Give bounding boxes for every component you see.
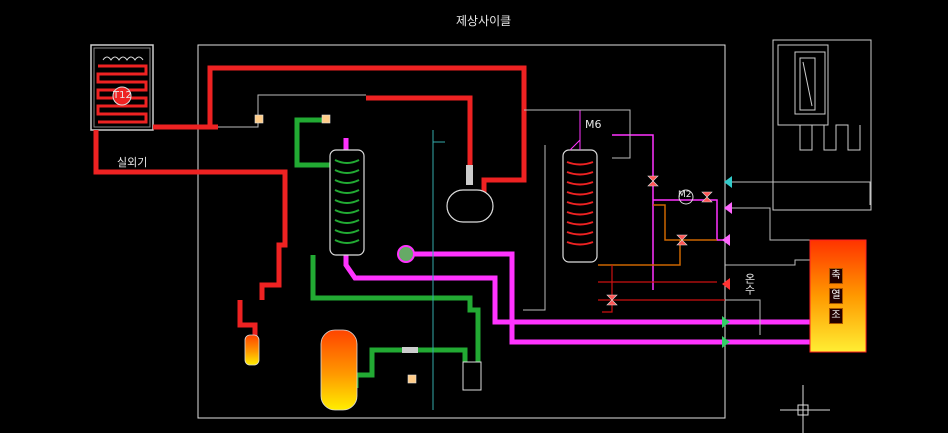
hot-gas-lines (93, 65, 527, 342)
storage-label-1: 축 (829, 268, 843, 284)
thin-piping (218, 94, 871, 410)
storage-label-2: 열 (829, 288, 843, 304)
page-title: 제상사이클 (456, 14, 512, 28)
m6-label: M6 (585, 118, 602, 131)
pump-icon (678, 189, 694, 205)
orange-piping (598, 204, 717, 266)
outdoor-unit-label: 실외기 (117, 156, 148, 169)
indoor-coil (799, 124, 861, 151)
flow-arrows (722, 176, 732, 348)
hot-water-label: 온수 (743, 273, 756, 295)
valve-icon (647, 175, 659, 187)
valve-group (606, 175, 713, 306)
t12-label: T12 (113, 90, 132, 101)
valve-icon (676, 234, 688, 246)
storage-label-3: 조 (829, 308, 843, 324)
valve-icon (606, 294, 618, 306)
ucs-icon (780, 385, 830, 433)
fan-icon (102, 56, 144, 61)
m2-label: M2 (678, 190, 692, 200)
oil-separator (244, 334, 260, 366)
accumulator-tank (320, 329, 358, 411)
circulation-pump (397, 245, 415, 263)
valve-icon (701, 191, 713, 203)
receiver-tank (446, 189, 494, 223)
indoor-unit-frame (772, 39, 872, 211)
outdoor-coil (96, 64, 148, 124)
system-enclosure (197, 44, 726, 419)
outdoor-unit-frame (90, 44, 154, 131)
